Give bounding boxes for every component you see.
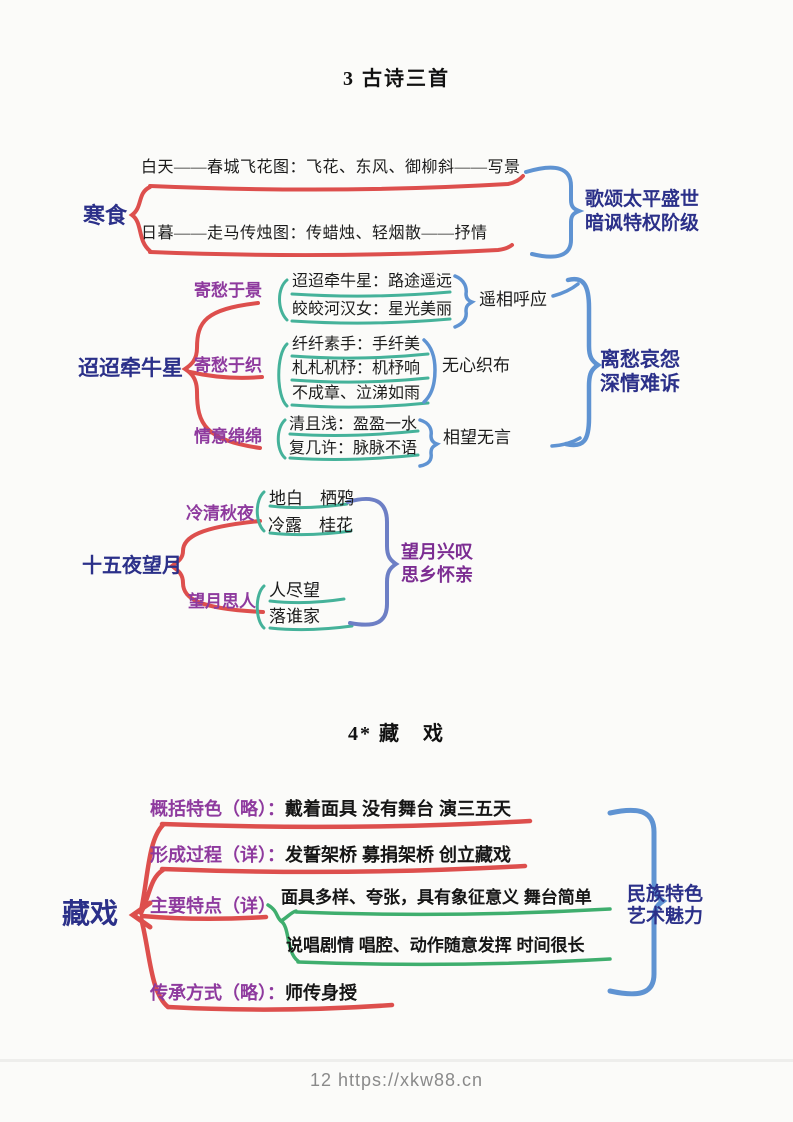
map4-green-brace: [266, 903, 612, 967]
map1-root: 寒食: [83, 203, 128, 228]
map2-branch1-result: 遥相呼应: [479, 290, 547, 309]
map4-branch4-label: 传承方式（略）：: [150, 983, 285, 1003]
map2-teal-brackets: [276, 278, 452, 461]
map2-label2-underline: [188, 370, 264, 380]
map4-blue-brace: [607, 807, 668, 997]
map3-branch2-item1: 人尽望: [269, 581, 320, 600]
map3-conclusion-line1: 望月兴叹: [401, 542, 473, 562]
map1-underline-1: [148, 174, 525, 192]
map1-left-brace: [128, 185, 152, 253]
map2-left-brace: [181, 301, 262, 450]
map4-root: 藏戏: [62, 898, 119, 929]
map4-fan-3: [139, 913, 269, 922]
map4-branch4-content: 师传身授: [285, 983, 357, 1003]
footer-page-url: 12 https://xkw88.cn: [309, 1070, 484, 1090]
map3-left-brace: [168, 519, 265, 614]
map2-big-brace: [563, 276, 603, 448]
map4-underline-1: [159, 818, 533, 830]
map2-branch2-item3: 不成章、泣涕如雨: [292, 385, 421, 402]
map2-red-branches: [181, 301, 264, 450]
map4-branch1-row: 概括特色（略）：戴着面具 没有舞台 演三五天: [150, 799, 511, 820]
map2-branch3-label: 情意绵绵: [194, 427, 262, 446]
map4-branch3-label: 主要特点（详）: [150, 896, 276, 916]
map2-branch1-label: 寄愁于景: [194, 281, 262, 300]
map1-conclusion-line2: 暗讽特权阶级: [585, 213, 700, 234]
map3-branch2-label: 望月思人: [188, 592, 256, 611]
map1-blue-brace: [524, 165, 585, 259]
map4-branch2-content: 发誓架桥 募捐架桥 创立藏戏: [285, 845, 512, 865]
map4-branch1-content: 戴着面具 没有舞台 演三五天: [285, 799, 512, 819]
map1-conclusion-line1: 歌颂太平盛世: [585, 189, 700, 210]
map2-branch3-item1: 清且浅：盈盈一水: [289, 416, 418, 433]
map4-fan-4: [138, 915, 171, 1010]
map3-right-brace: [346, 496, 400, 627]
map3-branch2-item2: 落谁家: [269, 607, 320, 626]
map2-branch3-result: 相望无言: [443, 428, 511, 447]
map2-root: 迢迢牵牛星: [78, 357, 183, 380]
map3-teal-brackets: [255, 490, 354, 632]
lesson-title-zangxi: 4* 藏 戏: [348, 723, 445, 745]
map2-branch2-item1: 纤纤素手：手纤美: [292, 336, 421, 353]
map2-branch2-item2: 札札机杼：机杼响: [292, 360, 421, 377]
map3-conclusion-line2: 思乡怀亲: [401, 565, 473, 585]
map4-arrowhead: [128, 900, 153, 930]
map2-branch2-label: 寄愁于织: [194, 356, 262, 375]
map4-branch3-item1: 面具多样、夸张，具有象征意义 舞台简单: [281, 888, 592, 907]
map4-branch1-label: 概括特色（略）：: [150, 799, 285, 819]
map2-branch2-result: 无心织布: [442, 356, 510, 375]
map4-fan-1: [138, 822, 166, 914]
map2-branch1-item1: 迢迢牵牛星：路途遥远: [292, 273, 453, 290]
map4-branch2-row: 形成过程（详）：发誓架桥 募捐架桥 创立藏戏: [150, 845, 511, 866]
map4-red-branches: [128, 818, 533, 1012]
map2-branch1-item2: 皎皎河汉女：星光美丽: [292, 301, 453, 318]
map2-conclusion-line1: 离愁哀怨: [600, 349, 680, 371]
map3-branch1-item2: 冷露 桂花: [268, 516, 353, 535]
map1-underline-2: [148, 243, 514, 258]
map2-blue-braces: [418, 274, 603, 468]
map1-red-branches: [128, 174, 525, 258]
map2-branch3-item2: 复几许：脉脉不语: [289, 440, 418, 457]
lesson-title-gushi: 3 古诗三首: [343, 68, 450, 90]
map1-line-day: 白天——春城飞花图：飞花、东风、御柳斜——写景: [141, 159, 521, 176]
map1-line-dusk: 日暮——走马传烛图：传蜡烛、轻烟散——抒情: [141, 225, 488, 242]
map3-red-branches: [168, 519, 265, 614]
map3-branch1-item1: 地白 栖鸦: [269, 489, 354, 508]
map4-branch2-label: 形成过程（详）：: [150, 845, 285, 865]
map4-underline-4: [165, 1002, 395, 1012]
map4-underline-2: [159, 863, 528, 875]
map2-conclusion-line2: 深情难诉: [600, 373, 680, 395]
map4-branch3-item2: 说唱剧情 唱腔、动作随意发挥 时间很长: [286, 936, 585, 955]
map4-conclusion-line2: 艺术魅力: [627, 906, 704, 927]
map4-conclusion-line1: 民族特色: [627, 884, 704, 905]
map3-branch1-label: 冷清秋夜: [186, 504, 254, 523]
footer-divider: [0, 1059, 793, 1062]
map4-branch4-row: 传承方式（略）：师传身授: [150, 983, 357, 1004]
map3-root: 十五夜望月: [82, 555, 182, 577]
